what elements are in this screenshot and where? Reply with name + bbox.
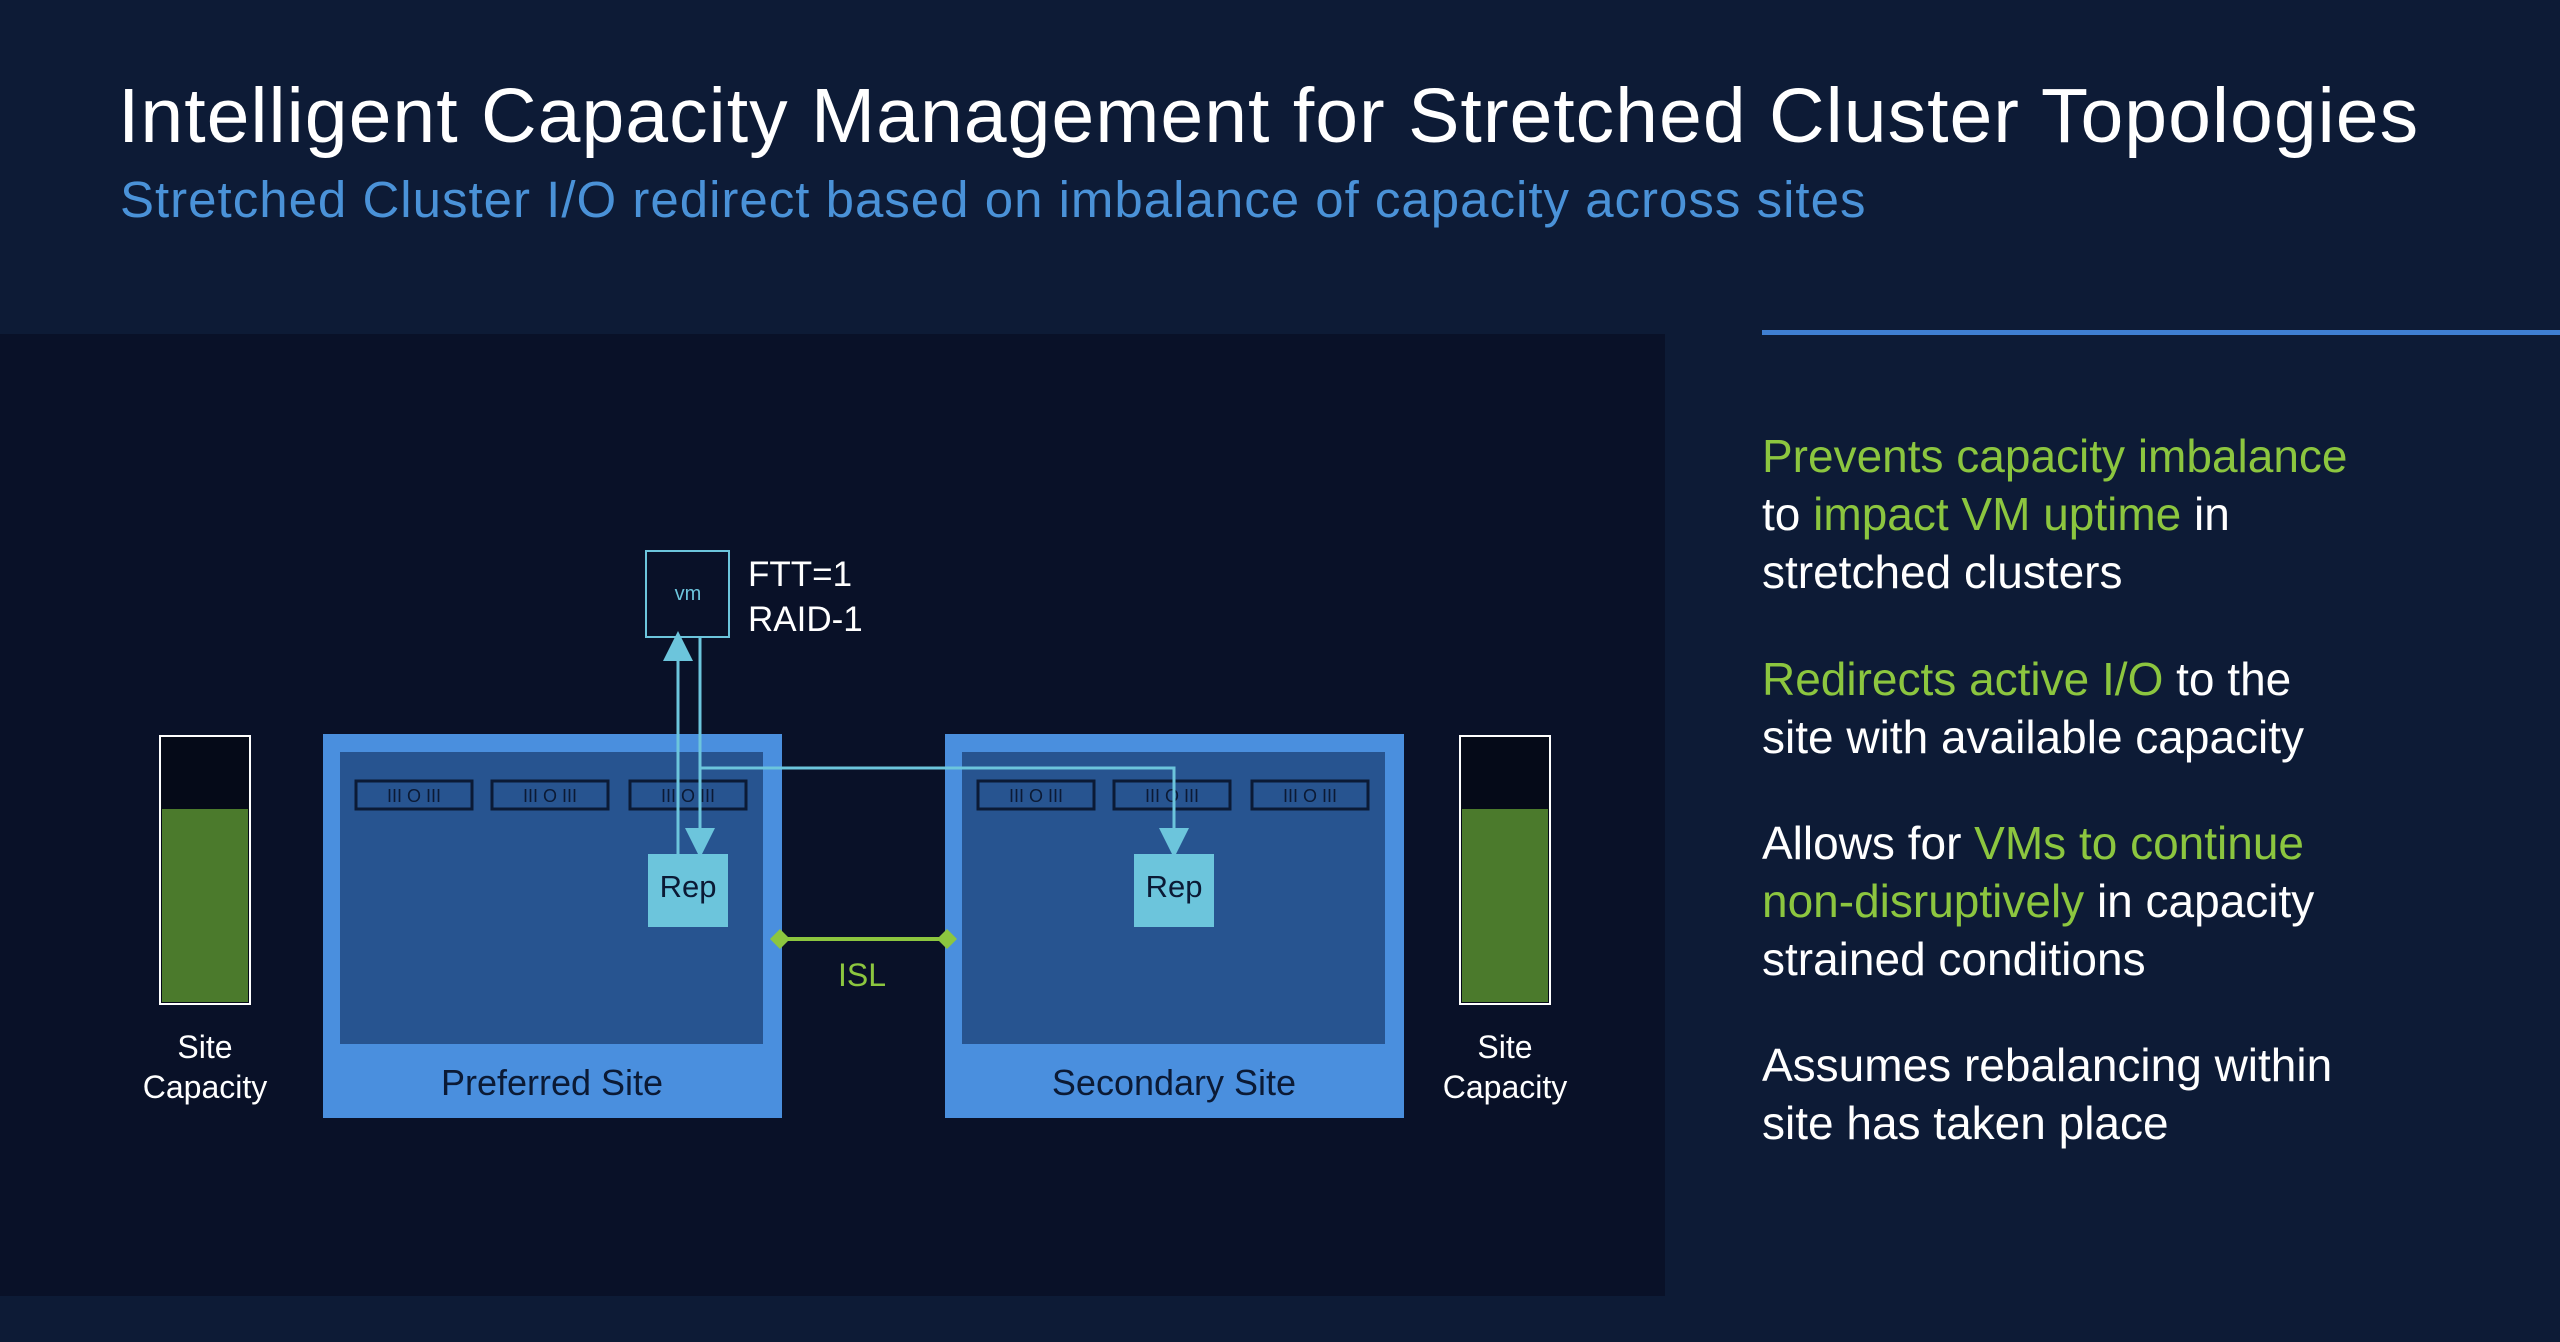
bullet-3-seg-5: strained conditions (1762, 933, 2146, 985)
left-capacity-label-line1: Site (177, 1029, 232, 1065)
slide-title: Intelligent Capacity Management for Stre… (118, 73, 2420, 159)
left-capacity-fill (162, 809, 248, 1002)
bullet-1-seg-1: Prevents capacity imbalance (1762, 430, 2348, 482)
svg-text:III O III: III O III (387, 786, 441, 806)
secondary-site-label: Secondary Site (1052, 1062, 1296, 1103)
bullet-3-seg-2: VMs to continue (1974, 817, 2305, 869)
bullet-1: Prevents capacity imbalance to impact VM… (1762, 427, 2542, 601)
bullet-2-seg-1: Redirects active I/O (1762, 653, 2164, 705)
bullet-2-seg-2: to the (2163, 653, 2292, 705)
svg-text:III O III: III O III (523, 786, 577, 806)
topology-diagram: Site Capacity Site Capacity III O III II… (143, 550, 1568, 1118)
preferred-rep-box (648, 854, 728, 927)
secondary-host-1: III O III (976, 779, 1096, 811)
right-capacity-label-line1: Site (1477, 1029, 1532, 1065)
slide-subtitle: Stretched Cluster I/O redirect based on … (120, 171, 1867, 228)
secondary-rep-label: Rep (1146, 869, 1203, 904)
svg-text:III O III: III O III (1283, 786, 1337, 806)
right-capacity-label-line2: Capacity (1443, 1069, 1568, 1105)
preferred-host-3: III O III (628, 779, 748, 811)
secondary-host-3: III O III (1250, 779, 1370, 811)
isl-endpoint-left (770, 929, 790, 949)
bullet-3-seg-3: non-disruptively (1762, 875, 2085, 927)
secondary-host-2: III O III (1112, 779, 1232, 811)
bullet-1-seg-3: impact VM uptime (1813, 488, 2182, 540)
vm-label: vm (675, 583, 702, 605)
isl-endpoint-right (937, 929, 957, 949)
bullet-1-seg-5: stretched clusters (1762, 546, 2123, 598)
bullet-4: Assumes rebalancing within site has take… (1762, 1036, 2542, 1152)
bullet-1-seg-2: to (1762, 488, 1814, 540)
bullet-3-seg-4: in capacity (2084, 875, 2315, 927)
svg-text:III O III: III O III (661, 786, 715, 806)
bullet-2: Redirects active I/O to the site with av… (1762, 650, 2542, 766)
isl-label: ISL (838, 957, 886, 993)
bullet-4-seg-1: Assumes rebalancing within (1762, 1039, 2333, 1091)
preferred-rep-label: Rep (660, 869, 717, 904)
bullet-3: Allows for VMs to continue non-disruptiv… (1762, 814, 2542, 988)
left-capacity-label-line2: Capacity (143, 1069, 268, 1105)
policy-ftt: FTT=1 (748, 555, 852, 594)
svg-text:III O III: III O III (1009, 786, 1063, 806)
preferred-site-label: Preferred Site (441, 1062, 663, 1103)
left-capacity-gauge (159, 735, 251, 1005)
bullets-divider (1762, 330, 2560, 335)
right-capacity-fill (1462, 809, 1548, 1002)
right-capacity-gauge (1459, 735, 1551, 1005)
svg-text:III O III: III O III (1145, 786, 1199, 806)
secondary-rep-box (1134, 854, 1214, 927)
preferred-host-2: III O III (490, 779, 610, 811)
policy-raid: RAID-1 (748, 600, 863, 639)
bullet-1-seg-4: in (2181, 488, 2230, 540)
bullet-2-seg-3: site with available capacity (1762, 711, 2305, 763)
preferred-host-1: III O III (354, 779, 474, 811)
bullet-4-seg-2: site has taken place (1762, 1097, 2169, 1149)
io-arrow-to-secondary (700, 766, 1189, 858)
bullet-3-seg-1: Allows for (1762, 817, 1975, 869)
